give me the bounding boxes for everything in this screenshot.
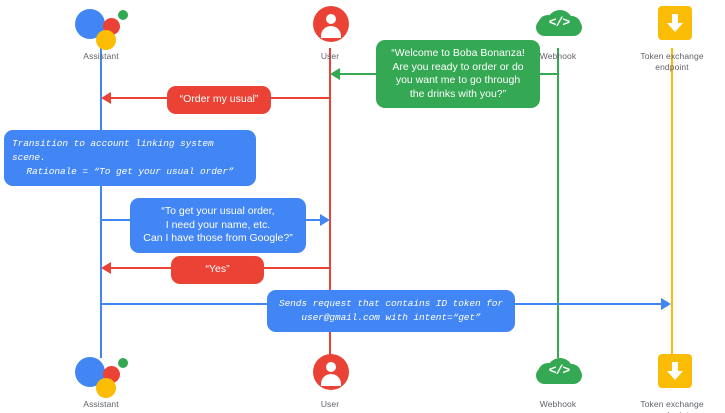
actor-user-top[interactable]: User — [270, 4, 390, 62]
assistant-dot-green — [118, 10, 128, 20]
actor-label-token-endpoint: Token exchange endpoint — [612, 399, 725, 413]
lifeline-webhook — [557, 48, 559, 358]
cloud-code-icon: </> — [528, 4, 588, 46]
down-arrow-stem — [672, 362, 678, 373]
arrow-head-send-id-token — [661, 298, 671, 310]
actor-label-user: User — [320, 399, 340, 409]
download-box-icon — [642, 352, 702, 394]
message-line: “Yes” — [205, 263, 230, 275]
actor-label-assistant: Assistant — [83, 399, 119, 409]
message-line: user@gmail.com with intent=“get” — [301, 312, 481, 323]
message-bubble-send-id-token: Sends request that contains ID token for… — [267, 290, 515, 332]
message-line: Sends request that contains ID token for — [278, 298, 504, 309]
message-bubble-welcome: “Welcome to Boba Bonanza! Are you ready … — [376, 40, 540, 108]
arrow-head-need-name — [320, 214, 330, 226]
assistant-dot-green — [118, 358, 128, 368]
cloud-code-icon: </> — [528, 352, 588, 394]
google-assistant-icon — [71, 4, 131, 50]
down-arrow-head — [667, 371, 683, 380]
actor-assistant-bottom[interactable]: Assistant — [41, 352, 161, 410]
webhook-cloud-shape: </> — [536, 358, 582, 384]
message-line: I need your name, etc. — [165, 218, 271, 231]
download-box-icon — [642, 4, 702, 46]
user-avatar-icon — [300, 352, 360, 394]
actor-label-webhook: Webhook — [539, 399, 577, 409]
assistant-dot-yellow — [96, 30, 116, 50]
lifeline-user — [329, 48, 331, 358]
actor-webhook-bottom[interactable]: </> Webhook — [498, 352, 618, 410]
actor-webhook-top[interactable]: </> Webhook — [498, 4, 618, 62]
assistant-dot-yellow — [96, 378, 116, 398]
message-line: Transition to account linking system sce… — [12, 138, 214, 163]
message-line: “Order my usual” — [179, 93, 259, 105]
user-avatar-head — [326, 14, 336, 24]
actor-assistant-top[interactable]: Assistant — [41, 4, 161, 62]
code-brackets-icon: </> — [548, 363, 570, 378]
code-brackets-icon: </> — [548, 15, 570, 30]
token-endpoint-label-line2: endpoint — [655, 410, 688, 413]
actor-user-bottom[interactable]: User — [270, 352, 390, 410]
down-arrow-head — [667, 23, 683, 32]
message-line: you want me to go through — [395, 74, 521, 86]
message-line: “Welcome to Boba Bonanza! — [391, 47, 525, 59]
down-arrow-stem — [672, 14, 678, 25]
actor-label-assistant: Assistant — [83, 51, 119, 61]
message-line: “To get your usual order, — [161, 205, 275, 217]
message-bubble-need-name: “To get your usual order, I need your na… — [130, 198, 306, 253]
google-assistant-icon — [71, 352, 131, 398]
user-avatar-body — [321, 374, 341, 386]
message-line: Rationale = “To get your usual order” — [26, 166, 234, 177]
message-bubble-order-my-usual: “Order my usual” — [167, 86, 271, 114]
actor-label-user: User — [320, 51, 340, 61]
user-avatar-icon — [300, 4, 360, 46]
actor-token-endpoint-top[interactable]: Token exchange endpoint — [612, 4, 725, 73]
user-avatar-body — [321, 26, 341, 38]
cloud-base — [536, 19, 582, 36]
token-endpoint-label-line2: endpoint — [655, 62, 689, 72]
cloud-base — [536, 367, 582, 384]
arrow-head-welcome — [330, 68, 340, 80]
arrow-head-yes — [101, 262, 111, 274]
arrow-head-order-my-usual — [101, 92, 111, 104]
message-bubble-yes: “Yes” — [171, 256, 264, 284]
actor-token-endpoint-bottom[interactable]: Token exchange endpoint — [612, 352, 725, 413]
message-line: Can I have those from Google?” — [143, 232, 293, 244]
actor-label-token-endpoint: Token exchange endpoint — [612, 51, 725, 73]
message-line: Are you ready to order or do — [392, 60, 524, 73]
actor-label-webhook: Webhook — [539, 51, 577, 61]
user-avatar-head — [326, 362, 336, 372]
token-endpoint-label-line1: Token exchange — [640, 399, 704, 409]
lifeline-token-endpoint — [671, 48, 673, 358]
webhook-cloud-shape: </> — [536, 10, 582, 36]
message-bubble-transition-note: Transition to account linking system sce… — [4, 130, 256, 186]
lifeline-assistant — [100, 48, 102, 358]
token-endpoint-label-line1: Token exchange — [640, 51, 704, 61]
message-line: the drinks with you?” — [409, 87, 507, 100]
